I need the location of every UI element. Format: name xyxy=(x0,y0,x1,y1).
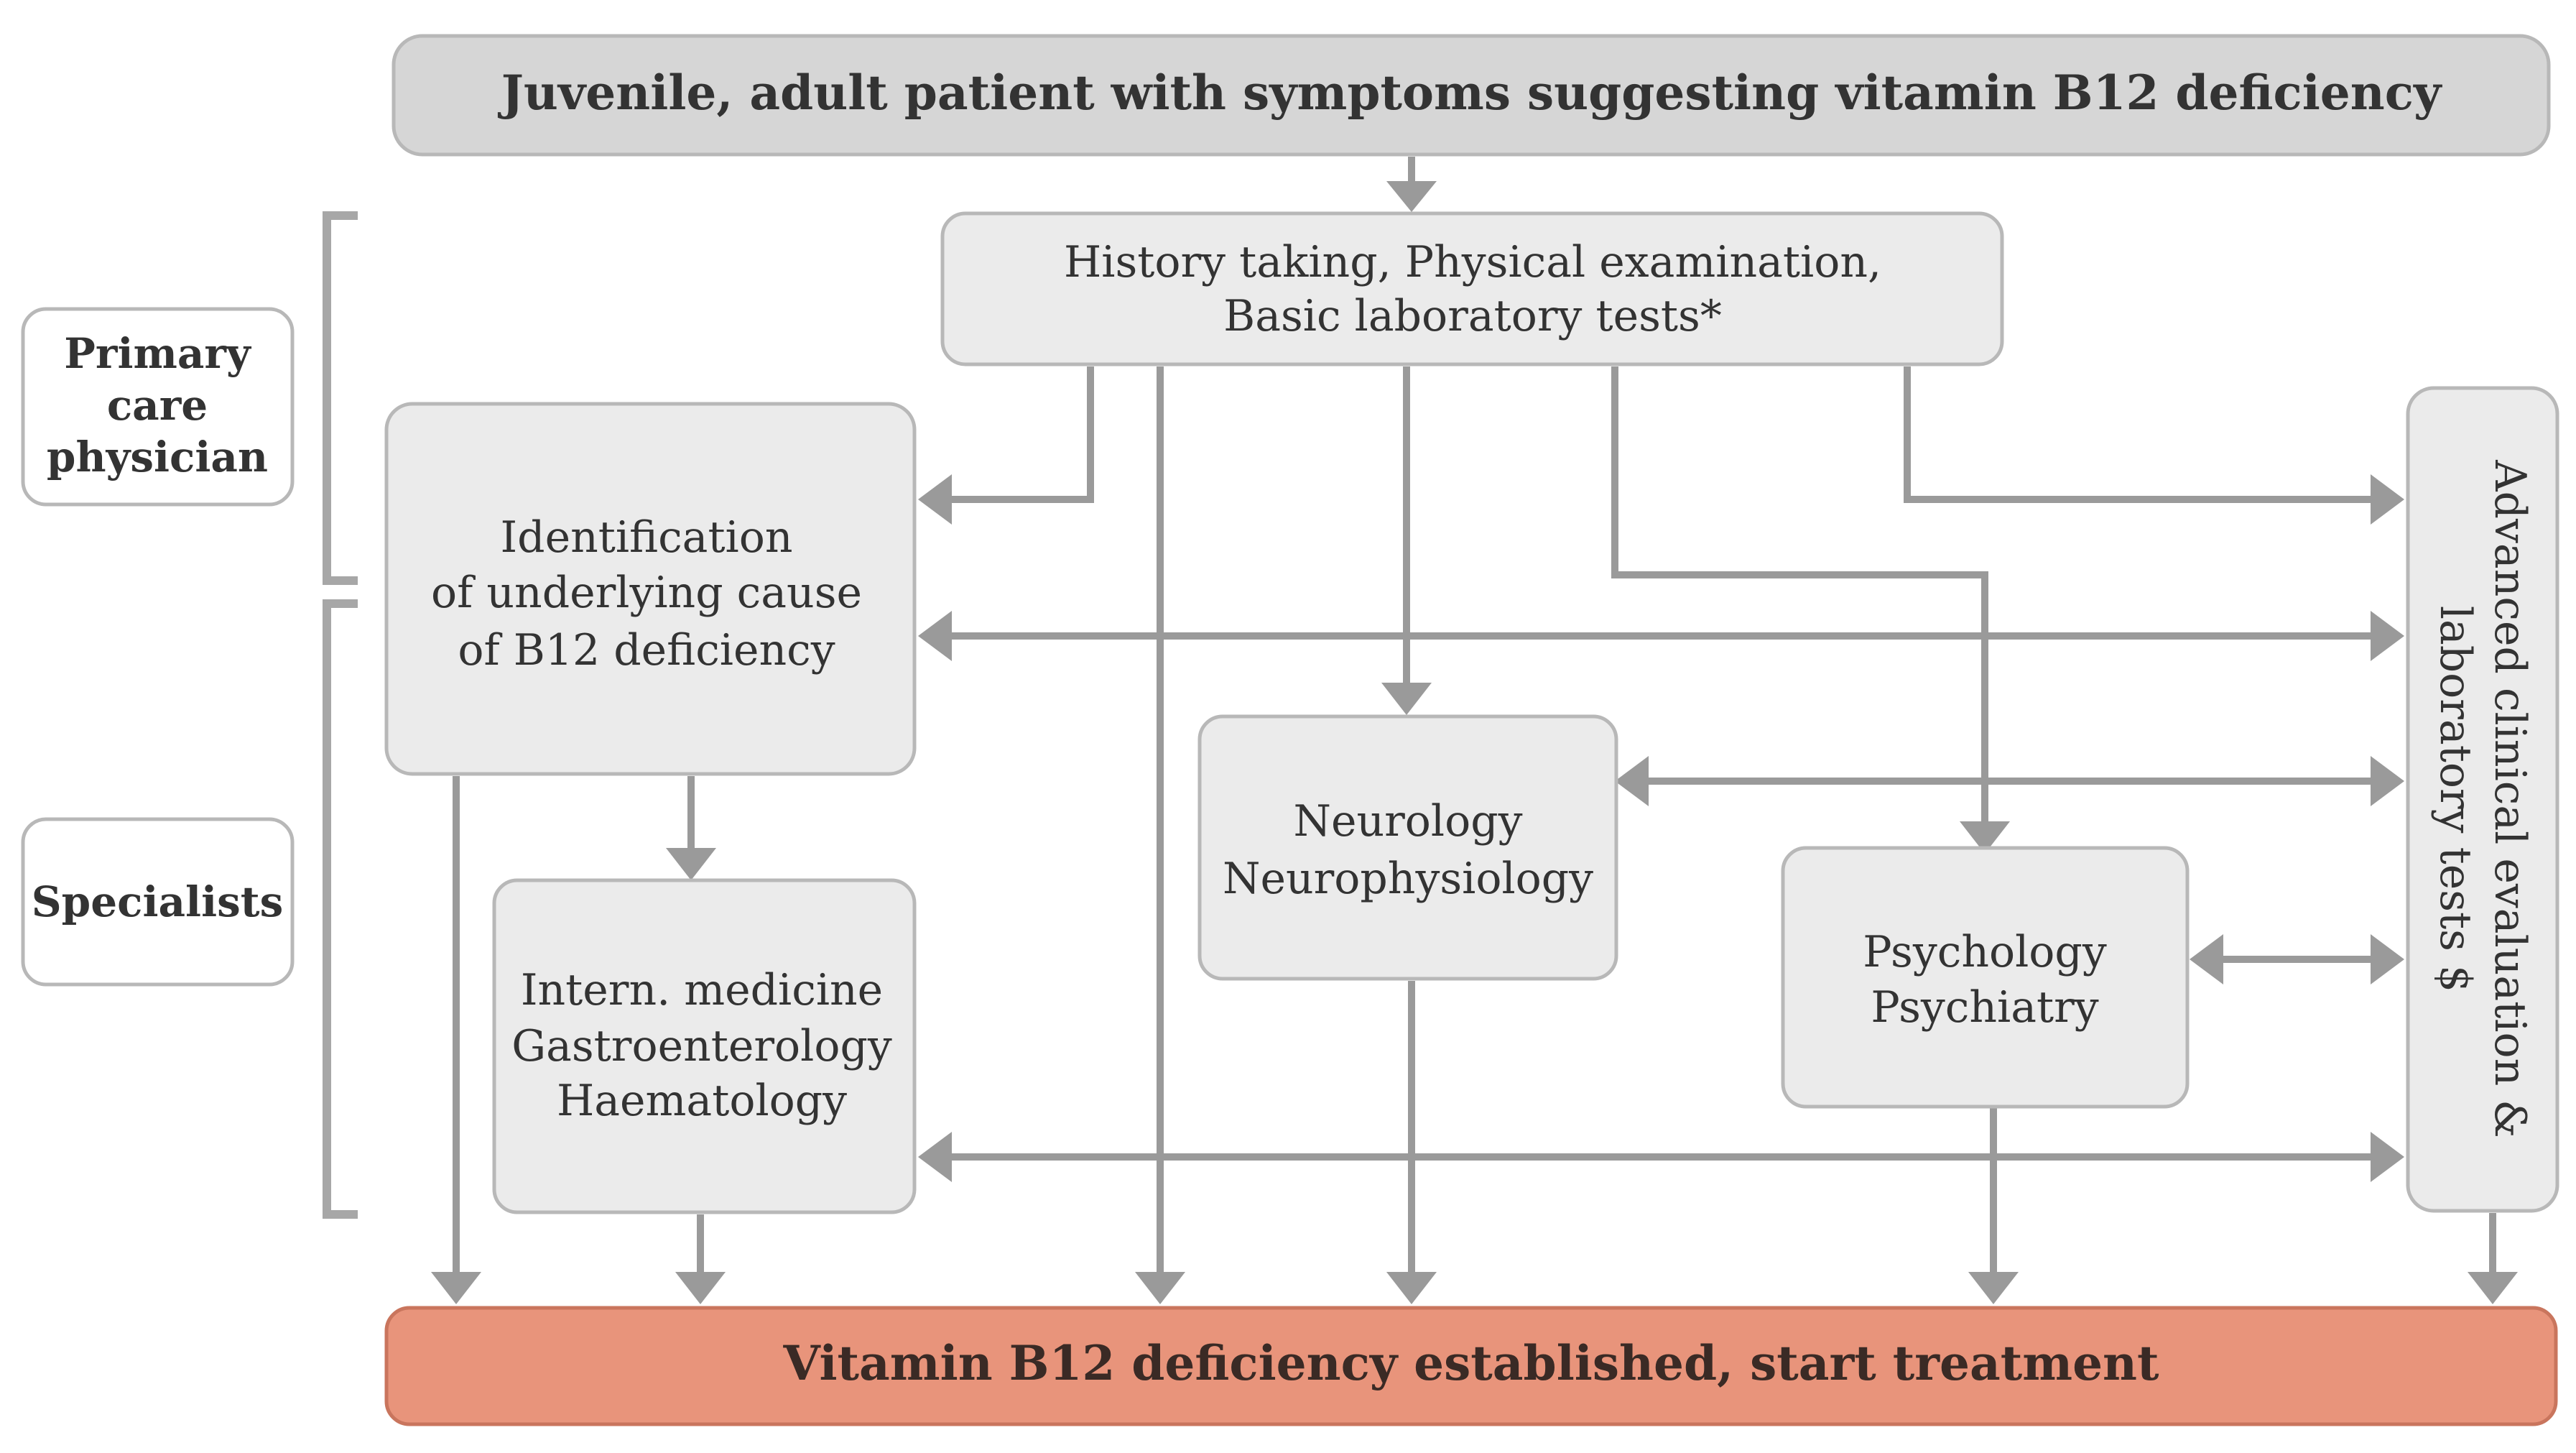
specialists-label: Specialists xyxy=(21,817,295,987)
arrowheads xyxy=(431,181,2518,1304)
arrowhead xyxy=(1381,683,1432,715)
primary-care-label-line3: physician xyxy=(47,433,268,481)
arrowhead xyxy=(1960,821,2010,854)
neurology-line1: Neurology xyxy=(1293,796,1522,847)
arrowhead xyxy=(918,1132,952,1182)
arrowhead xyxy=(1135,1272,1185,1304)
edge-history-to-advanced xyxy=(1904,366,2371,503)
outcome-box: Vitamin B12 deficiency established, star… xyxy=(384,1306,2558,1426)
advanced-evaluation-line1: Advanced clinical evaluation & xyxy=(2485,459,2535,1138)
connectors xyxy=(453,157,2496,1272)
identification-line1: Identification xyxy=(500,512,792,563)
arrowhead xyxy=(2371,934,2404,984)
patient-symptoms-text: Juvenile, adult patient with symptoms su… xyxy=(498,65,2442,121)
arrowhead xyxy=(2371,474,2404,525)
psychology-line2: Psychiatry xyxy=(1871,982,2098,1033)
identification-line3: of B12 deficiency xyxy=(458,625,835,675)
arrowhead xyxy=(2468,1272,2518,1304)
history-taking-line2: Basic laboratory tests* xyxy=(1223,291,1722,341)
edge-history-to-identification xyxy=(952,366,1094,503)
arrowhead xyxy=(1386,1272,1437,1304)
arrowhead xyxy=(918,611,952,661)
psychology-line1: Psychology xyxy=(1863,927,2107,977)
neurology-line2: Neurophysiology xyxy=(1223,854,1593,904)
internal-medicine-line3: Haematology xyxy=(557,1076,847,1126)
specialists-label-text: Specialists xyxy=(32,877,283,926)
arrowhead xyxy=(2190,934,2223,984)
outcome-text: Vitamin B12 deficiency established, star… xyxy=(782,1335,2159,1391)
identification-line2: of underlying cause xyxy=(431,568,862,618)
advanced-evaluation-line2: laboratory tests $ xyxy=(2430,606,2480,992)
arrowhead xyxy=(675,1272,726,1304)
history-taking-box: History taking, Physical examination, Ba… xyxy=(940,211,2004,366)
arrowhead xyxy=(666,848,716,880)
arrowhead xyxy=(2371,611,2404,661)
psychology-box: Psychology Psychiatry xyxy=(1781,846,2190,1109)
primary-care-label: Primary care physician xyxy=(21,307,295,507)
arrowhead xyxy=(431,1272,481,1304)
internal-medicine-line1: Intern. medicine xyxy=(521,965,883,1015)
advanced-evaluation-box: Advanced clinical evaluation & laborator… xyxy=(2406,386,2559,1213)
specialists-bracket xyxy=(323,599,358,1219)
arrowhead xyxy=(2371,1132,2404,1182)
primary-care-label-line2: care xyxy=(107,381,208,430)
arrowhead xyxy=(1615,756,1649,806)
primary-care-label-line1: Primary xyxy=(64,329,252,378)
arrowhead xyxy=(2371,756,2404,806)
arrowhead xyxy=(918,474,952,525)
identification-box: Identification of underlying cause of B1… xyxy=(384,402,917,776)
neurology-box: Neurology Neurophysiology xyxy=(1197,714,1618,981)
internal-medicine-box: Intern. medicine Gastroenterology Haemat… xyxy=(492,878,917,1214)
edge-history-to-psychology xyxy=(1611,366,1988,821)
history-taking-line1: History taking, Physical examination, xyxy=(1064,237,1881,287)
arrowhead xyxy=(1968,1272,2019,1304)
primary-care-bracket xyxy=(323,211,358,585)
patient-symptoms-box: Juvenile, adult patient with symptoms su… xyxy=(392,34,2551,157)
internal-medicine-line2: Gastroenterology xyxy=(511,1021,892,1071)
arrowhead xyxy=(1386,181,1437,212)
